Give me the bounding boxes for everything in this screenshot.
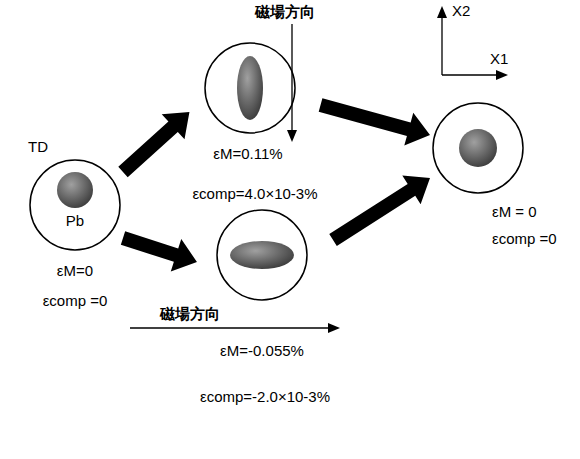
- diagram-label: TD: [28, 138, 48, 155]
- pb-particle: [230, 241, 294, 269]
- node-text: εM=-0.055%: [220, 342, 304, 359]
- arrow-head: [287, 130, 297, 142]
- arrow-head: [437, 6, 447, 18]
- pb-particle: [237, 56, 263, 120]
- transition-arrow: [118, 112, 189, 177]
- node-text: εcomp =0: [492, 230, 557, 247]
- axis-line: [441, 16, 442, 75]
- diagram-label: X1: [490, 50, 508, 67]
- node-text: εcomp=-2.0×10-3%: [200, 388, 330, 405]
- field-arrows: [130, 24, 340, 333]
- state-node: εM = 0 εcomp =0: [430, 100, 560, 250]
- transition-arrow: [319, 98, 430, 145]
- axis-line: [442, 74, 498, 75]
- node-text: εcomp =0: [43, 292, 108, 309]
- diagram-label: 磁場方向: [160, 305, 220, 322]
- node-text: εM = 0: [492, 203, 537, 220]
- particles: [57, 56, 497, 269]
- pb-particle: [57, 172, 93, 208]
- matrix-circle: [217, 210, 307, 300]
- diagram-label: 磁場方向: [255, 3, 315, 20]
- state-circles: [30, 43, 523, 300]
- arrow-head: [328, 323, 340, 333]
- node-text: εM=0.11%: [213, 145, 282, 162]
- pb-particle: [459, 129, 497, 167]
- matrix-circle: [433, 103, 523, 193]
- node-text: Pb: [66, 212, 84, 229]
- state-node: Pb εM=0 εcomp =0: [27, 157, 123, 312]
- node-text: εcomp=4.0×10-3%: [192, 185, 317, 202]
- field-line: [130, 327, 330, 328]
- matrix-circle: [30, 160, 120, 250]
- diagram-label: X2: [452, 2, 470, 19]
- node-text: εM=0: [57, 262, 93, 279]
- state-node: εM=0.11% εcomp=4.0×10-3%: [189, 40, 320, 205]
- transition-arrow: [121, 231, 197, 271]
- axes: [437, 6, 508, 80]
- arrow-head: [496, 70, 508, 80]
- field-line: [291, 24, 292, 132]
- transition-arrow: [329, 176, 430, 246]
- matrix-circle: [205, 43, 295, 133]
